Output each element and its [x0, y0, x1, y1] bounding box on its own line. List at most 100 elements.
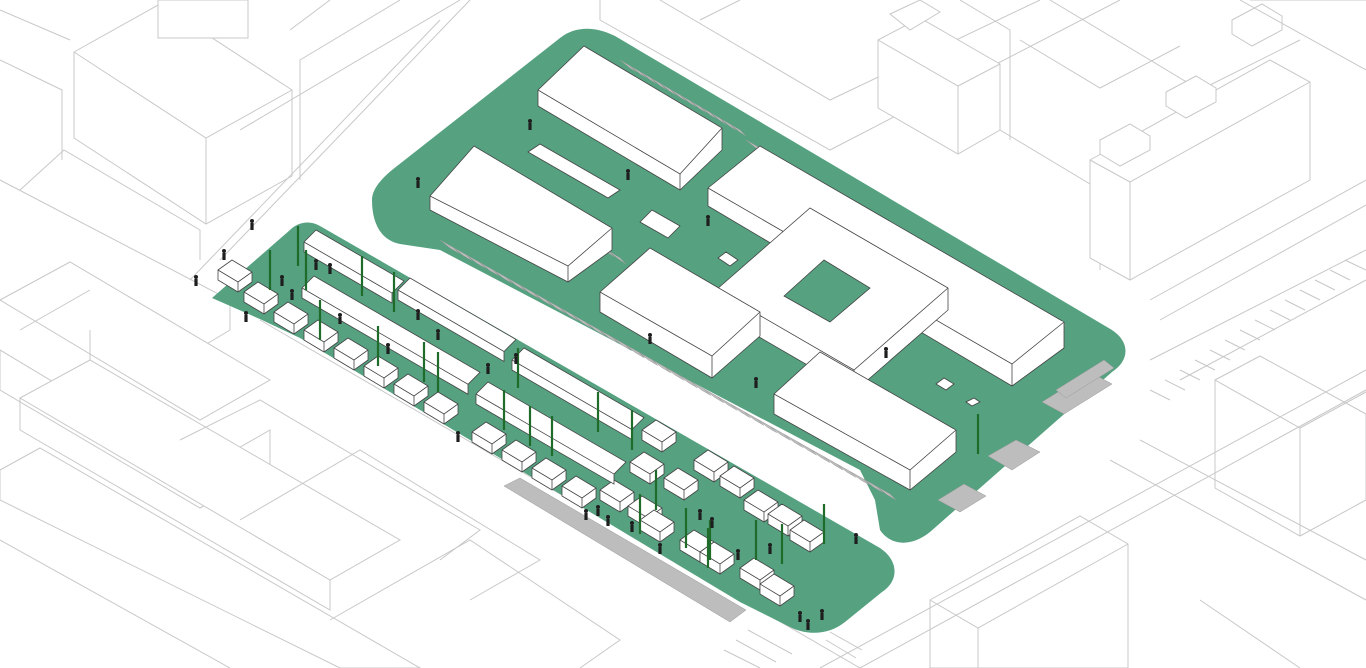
person	[528, 119, 532, 130]
market-stall	[501, 439, 537, 473]
person	[416, 177, 420, 188]
market-stall	[641, 419, 677, 453]
person	[596, 505, 600, 516]
person	[736, 549, 740, 560]
person	[710, 517, 714, 528]
stair-step	[479, 262, 500, 277]
stair-step	[797, 441, 817, 456]
market-stall	[333, 337, 369, 371]
stair-step	[619, 59, 637, 73]
context-block-top-left	[157, 0, 249, 39]
stair-step	[876, 486, 897, 501]
stair-step	[625, 344, 645, 359]
stair-step	[492, 269, 513, 284]
market-hall	[301, 275, 481, 395]
stair-step	[439, 239, 460, 254]
stair-step	[691, 381, 711, 396]
stair-step	[836, 463, 857, 478]
person	[250, 219, 254, 230]
context-row-4	[0, 447, 421, 668]
stair-step	[611, 336, 632, 351]
person	[280, 275, 284, 286]
market-stall	[531, 457, 567, 491]
stair-step	[506, 277, 526, 292]
stair-step	[699, 106, 717, 119]
person	[658, 543, 662, 554]
kiosk-b	[717, 251, 739, 267]
market-stall	[719, 465, 755, 499]
context-row-1	[0, 261, 271, 421]
person	[798, 611, 802, 622]
market-stall	[363, 355, 399, 389]
market-stall	[217, 259, 253, 293]
stair-step	[709, 112, 727, 125]
main-complex	[429, 45, 1065, 491]
market-stall	[423, 391, 459, 425]
stair-step	[719, 118, 737, 131]
stair-step	[669, 88, 687, 102]
stair-step	[532, 292, 553, 306]
person	[416, 309, 420, 320]
person	[386, 343, 390, 354]
poles	[268, 226, 980, 568]
stair-step	[850, 471, 870, 486]
stair-step	[519, 284, 539, 299]
bench-long	[527, 143, 621, 199]
stair-step	[659, 83, 677, 96]
market-stall	[561, 475, 597, 509]
stair-step	[729, 123, 747, 137]
context-tower-top	[877, 17, 1001, 155]
stair-step	[679, 94, 697, 108]
person	[314, 259, 318, 270]
stair-step	[783, 434, 804, 448]
context-block-bottom-right	[929, 515, 1129, 668]
person	[754, 377, 758, 388]
person	[626, 169, 630, 180]
market-stall	[393, 373, 429, 407]
stair-step	[545, 299, 566, 314]
stair-step	[651, 359, 672, 374]
person	[456, 431, 460, 442]
stair-step	[466, 254, 486, 269]
person	[820, 609, 824, 620]
courtyard-green	[783, 259, 871, 323]
stair-step	[558, 307, 579, 321]
person	[194, 275, 198, 286]
person	[806, 619, 810, 630]
context-block-right-low	[1214, 355, 1366, 537]
stair-step	[757, 419, 778, 433]
market-stall	[471, 421, 507, 455]
person	[222, 249, 226, 260]
stair-step	[607, 250, 627, 265]
stair-step	[572, 314, 592, 329]
stair-step	[717, 396, 738, 411]
market-stall	[789, 519, 825, 553]
person	[768, 543, 772, 554]
stair-step	[810, 448, 831, 463]
market-stall	[759, 573, 795, 607]
stair-step	[689, 100, 707, 113]
person	[514, 353, 518, 364]
market-stall	[639, 509, 675, 543]
stair-step	[649, 77, 667, 90]
person	[884, 347, 888, 358]
stair-step	[704, 389, 725, 404]
stair-step	[770, 426, 791, 441]
stair-step	[863, 478, 883, 493]
stair-step	[629, 65, 647, 78]
person	[854, 533, 858, 544]
person	[486, 363, 490, 374]
people	[194, 119, 888, 630]
person	[244, 311, 248, 322]
context-tower-right	[1089, 59, 1311, 281]
person	[338, 313, 342, 324]
person	[630, 521, 634, 532]
stair-step	[639, 71, 657, 84]
person	[606, 515, 610, 526]
stair-step	[453, 247, 473, 262]
market-stall	[273, 301, 309, 335]
context-row-3	[18, 359, 402, 581]
market-hall	[397, 277, 517, 363]
